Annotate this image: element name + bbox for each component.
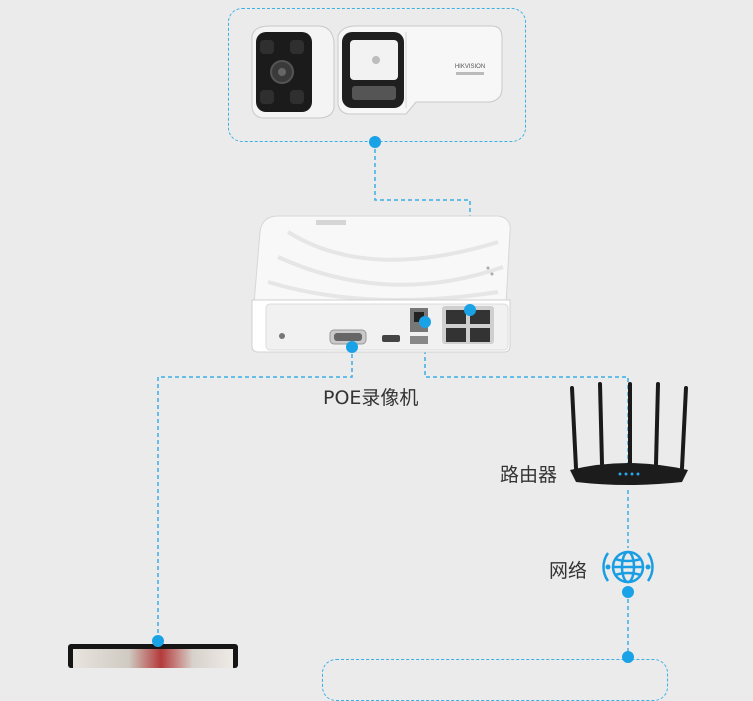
router-body (570, 463, 688, 485)
nvr-poe-dot (464, 304, 476, 316)
camera-brand-text: HIKVISION (455, 64, 485, 70)
nvr-monitor-link (157, 347, 353, 640)
nvr-lan-dot (419, 316, 431, 328)
camera-image: HIKVISION (251, 25, 503, 119)
network-topology-diagram: HIKVISION POE录像机 (68, 8, 688, 701)
monitor-image (68, 644, 238, 668)
camera-port-dot (369, 136, 381, 148)
bottom-frame (322, 659, 668, 701)
nvr-vga-dot (346, 341, 358, 353)
router-image (570, 382, 688, 485)
camera-nvr-link (374, 142, 471, 310)
nvr-label: POE录像机 (323, 387, 419, 409)
globe-icon (602, 550, 654, 584)
bottom-frame-dot (622, 651, 634, 663)
monitor-screen (73, 649, 233, 668)
router-label: 路由器 (500, 464, 558, 486)
network-label: 网络 (549, 560, 588, 582)
hdmi-port (382, 335, 400, 342)
monitor-dot (152, 635, 164, 647)
nvr-image (251, 215, 511, 353)
globe-bottom-dot (622, 586, 634, 598)
